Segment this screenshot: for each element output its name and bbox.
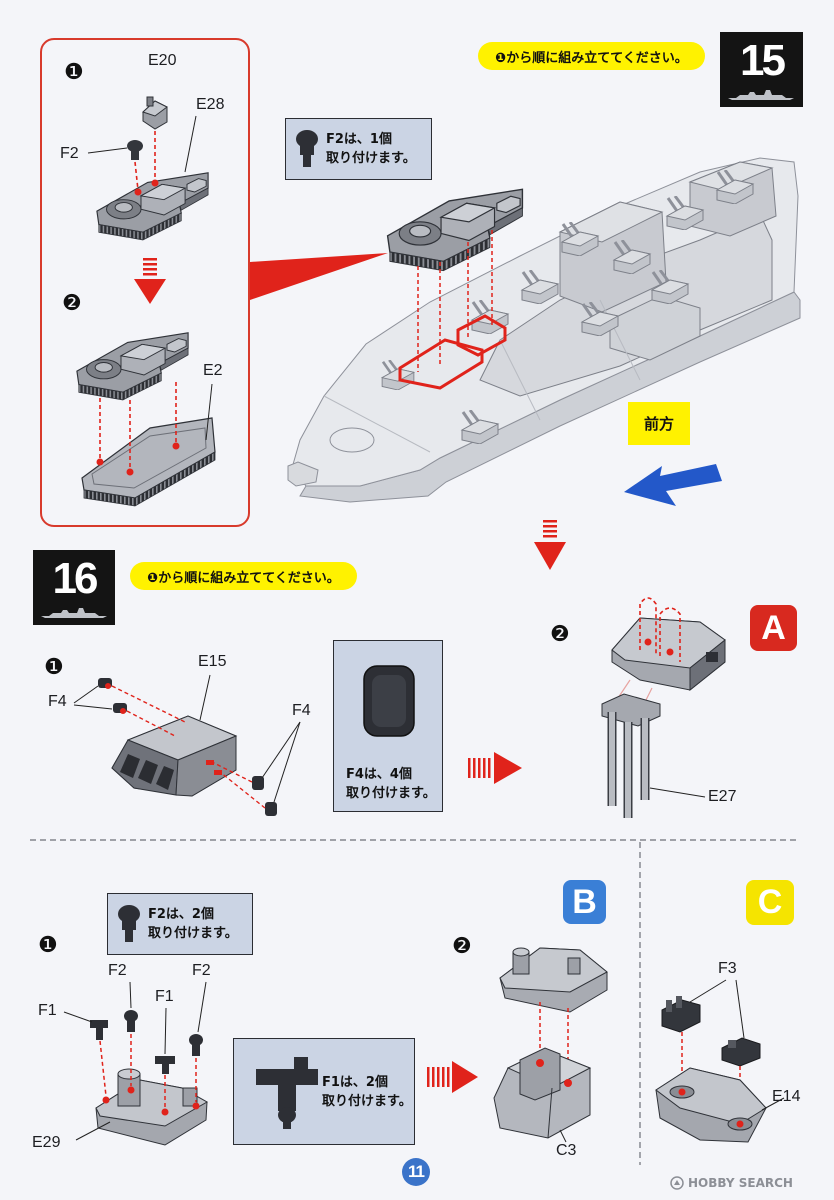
label-e15: E15 [198, 653, 227, 670]
label-e20: E20 [148, 52, 177, 69]
part-e2-deck-drawing [81, 417, 216, 507]
part-f2-drawing [127, 140, 143, 160]
f2-part-icon [118, 905, 140, 942]
label-f1-a: F1 [38, 1002, 57, 1019]
step15-f2-note: F2は、1個 取り付けます。 [285, 118, 432, 180]
step16-b-sub1-marker: ❶ [38, 933, 58, 958]
step15-sub1-marker: ❶ [64, 60, 84, 85]
step15-instruction: ❶から順に組み立ててください。 [478, 42, 705, 70]
step16-turret-e15-illustration [111, 715, 238, 797]
step15-note-line2: 取り付けます。 [326, 151, 416, 166]
step16-number-box: 16 [33, 550, 115, 625]
label-f4-right: F4 [292, 702, 311, 719]
step16-f1-note-line1: F1は、2個 [322, 1075, 388, 1090]
step15-next-arrow [134, 258, 166, 304]
front-direction-label: 前方 [628, 402, 690, 445]
step16-sub2-illustration [611, 597, 726, 713]
superstructure [479, 161, 777, 421]
label-f4-left: F4 [48, 693, 67, 710]
part-f4-drawings [73, 674, 301, 816]
label-c3: C3 [556, 1142, 577, 1159]
part-e29-base-drawing [75, 1068, 209, 1146]
part-e20-drawing [142, 96, 168, 130]
label-e29: E29 [32, 1134, 61, 1151]
turret-mount-sockets [398, 314, 507, 390]
label-e2: E2 [203, 362, 223, 379]
step16-f2-note-line1: F2は、2個 [148, 907, 214, 922]
part-e14-drawing [655, 1067, 785, 1143]
label-f1-b: F1 [155, 988, 174, 1005]
label-f2-a: F2 [108, 962, 127, 979]
label-f3: F3 [718, 960, 737, 977]
battleship-hull-illustration [287, 157, 801, 503]
step16-f1-note: F1は、2個 取り付けます。 [233, 1038, 415, 1145]
ship-silhouette-icon [41, 608, 107, 618]
parts-f1-f2-drawings [63, 981, 207, 1108]
step16-number: 16 [52, 554, 99, 603]
step16-f4-note: F4は、4個 取り付けます。 [333, 640, 443, 812]
step16-f1-note-line2: 取り付けます。 [322, 1094, 412, 1109]
step16-instruction: ❶から順に組み立ててください。 [130, 562, 357, 590]
f2-part-icon [296, 130, 318, 167]
step16-a-sub1-marker: ❶ [44, 655, 64, 680]
step15-number: 15 [740, 36, 786, 85]
step16-b-sub2-illustration [499, 947, 608, 1080]
step15-sub2-marker: ❷ [62, 291, 82, 316]
step16-f2-note: F2は、2個 取り付けます。 [107, 893, 253, 955]
badge-a: A [750, 605, 797, 651]
page-number: 11 [402, 1158, 430, 1186]
hobby-search-logo-icon [670, 1176, 684, 1190]
step15-sub2-illustration [76, 332, 216, 507]
step15-note-line1: F2は、1個 [326, 132, 392, 147]
badge-c: C [746, 880, 794, 925]
watermark: HOBBY SEARCH [670, 1176, 793, 1190]
label-f2-b: F2 [192, 962, 211, 979]
step16-f4-note-line1: F4は、4個 [346, 767, 412, 782]
part-c3-drawing [493, 1047, 592, 1143]
step15-number-box: 15 [720, 32, 803, 107]
step16-a-sub2-marker: ❷ [550, 622, 570, 647]
step16-f2-note-line2: 取り付けます。 [148, 926, 238, 941]
f4-part-icon [363, 665, 415, 737]
step15-main-turret [386, 188, 524, 372]
watermark-text: HOBBY SEARCH [688, 1176, 793, 1190]
parts-f3-drawings [661, 979, 761, 1118]
step16-f4-note-line2: 取り付けます。 [346, 786, 436, 801]
ship-silhouette-icon [728, 90, 794, 100]
step16-b-sub2-marker: ❷ [452, 934, 472, 959]
label-f2: F2 [60, 145, 79, 162]
step16-sub1-to-sub2-arrow [468, 752, 522, 784]
step15-callout-wedge [250, 253, 388, 300]
front-direction-arrow [624, 464, 722, 506]
part-e27-barrels-drawing [601, 693, 706, 818]
step15-sub1-illustration [87, 96, 209, 241]
step16-b-sub1-to-sub2-arrow [427, 1061, 478, 1093]
badge-b: B [563, 880, 606, 924]
step15-to-16-arrow [534, 520, 566, 570]
label-e27: E27 [708, 788, 737, 805]
label-e28: E28 [196, 96, 225, 113]
f1-part-icon [256, 1057, 318, 1129]
label-e14: E14 [772, 1088, 801, 1105]
